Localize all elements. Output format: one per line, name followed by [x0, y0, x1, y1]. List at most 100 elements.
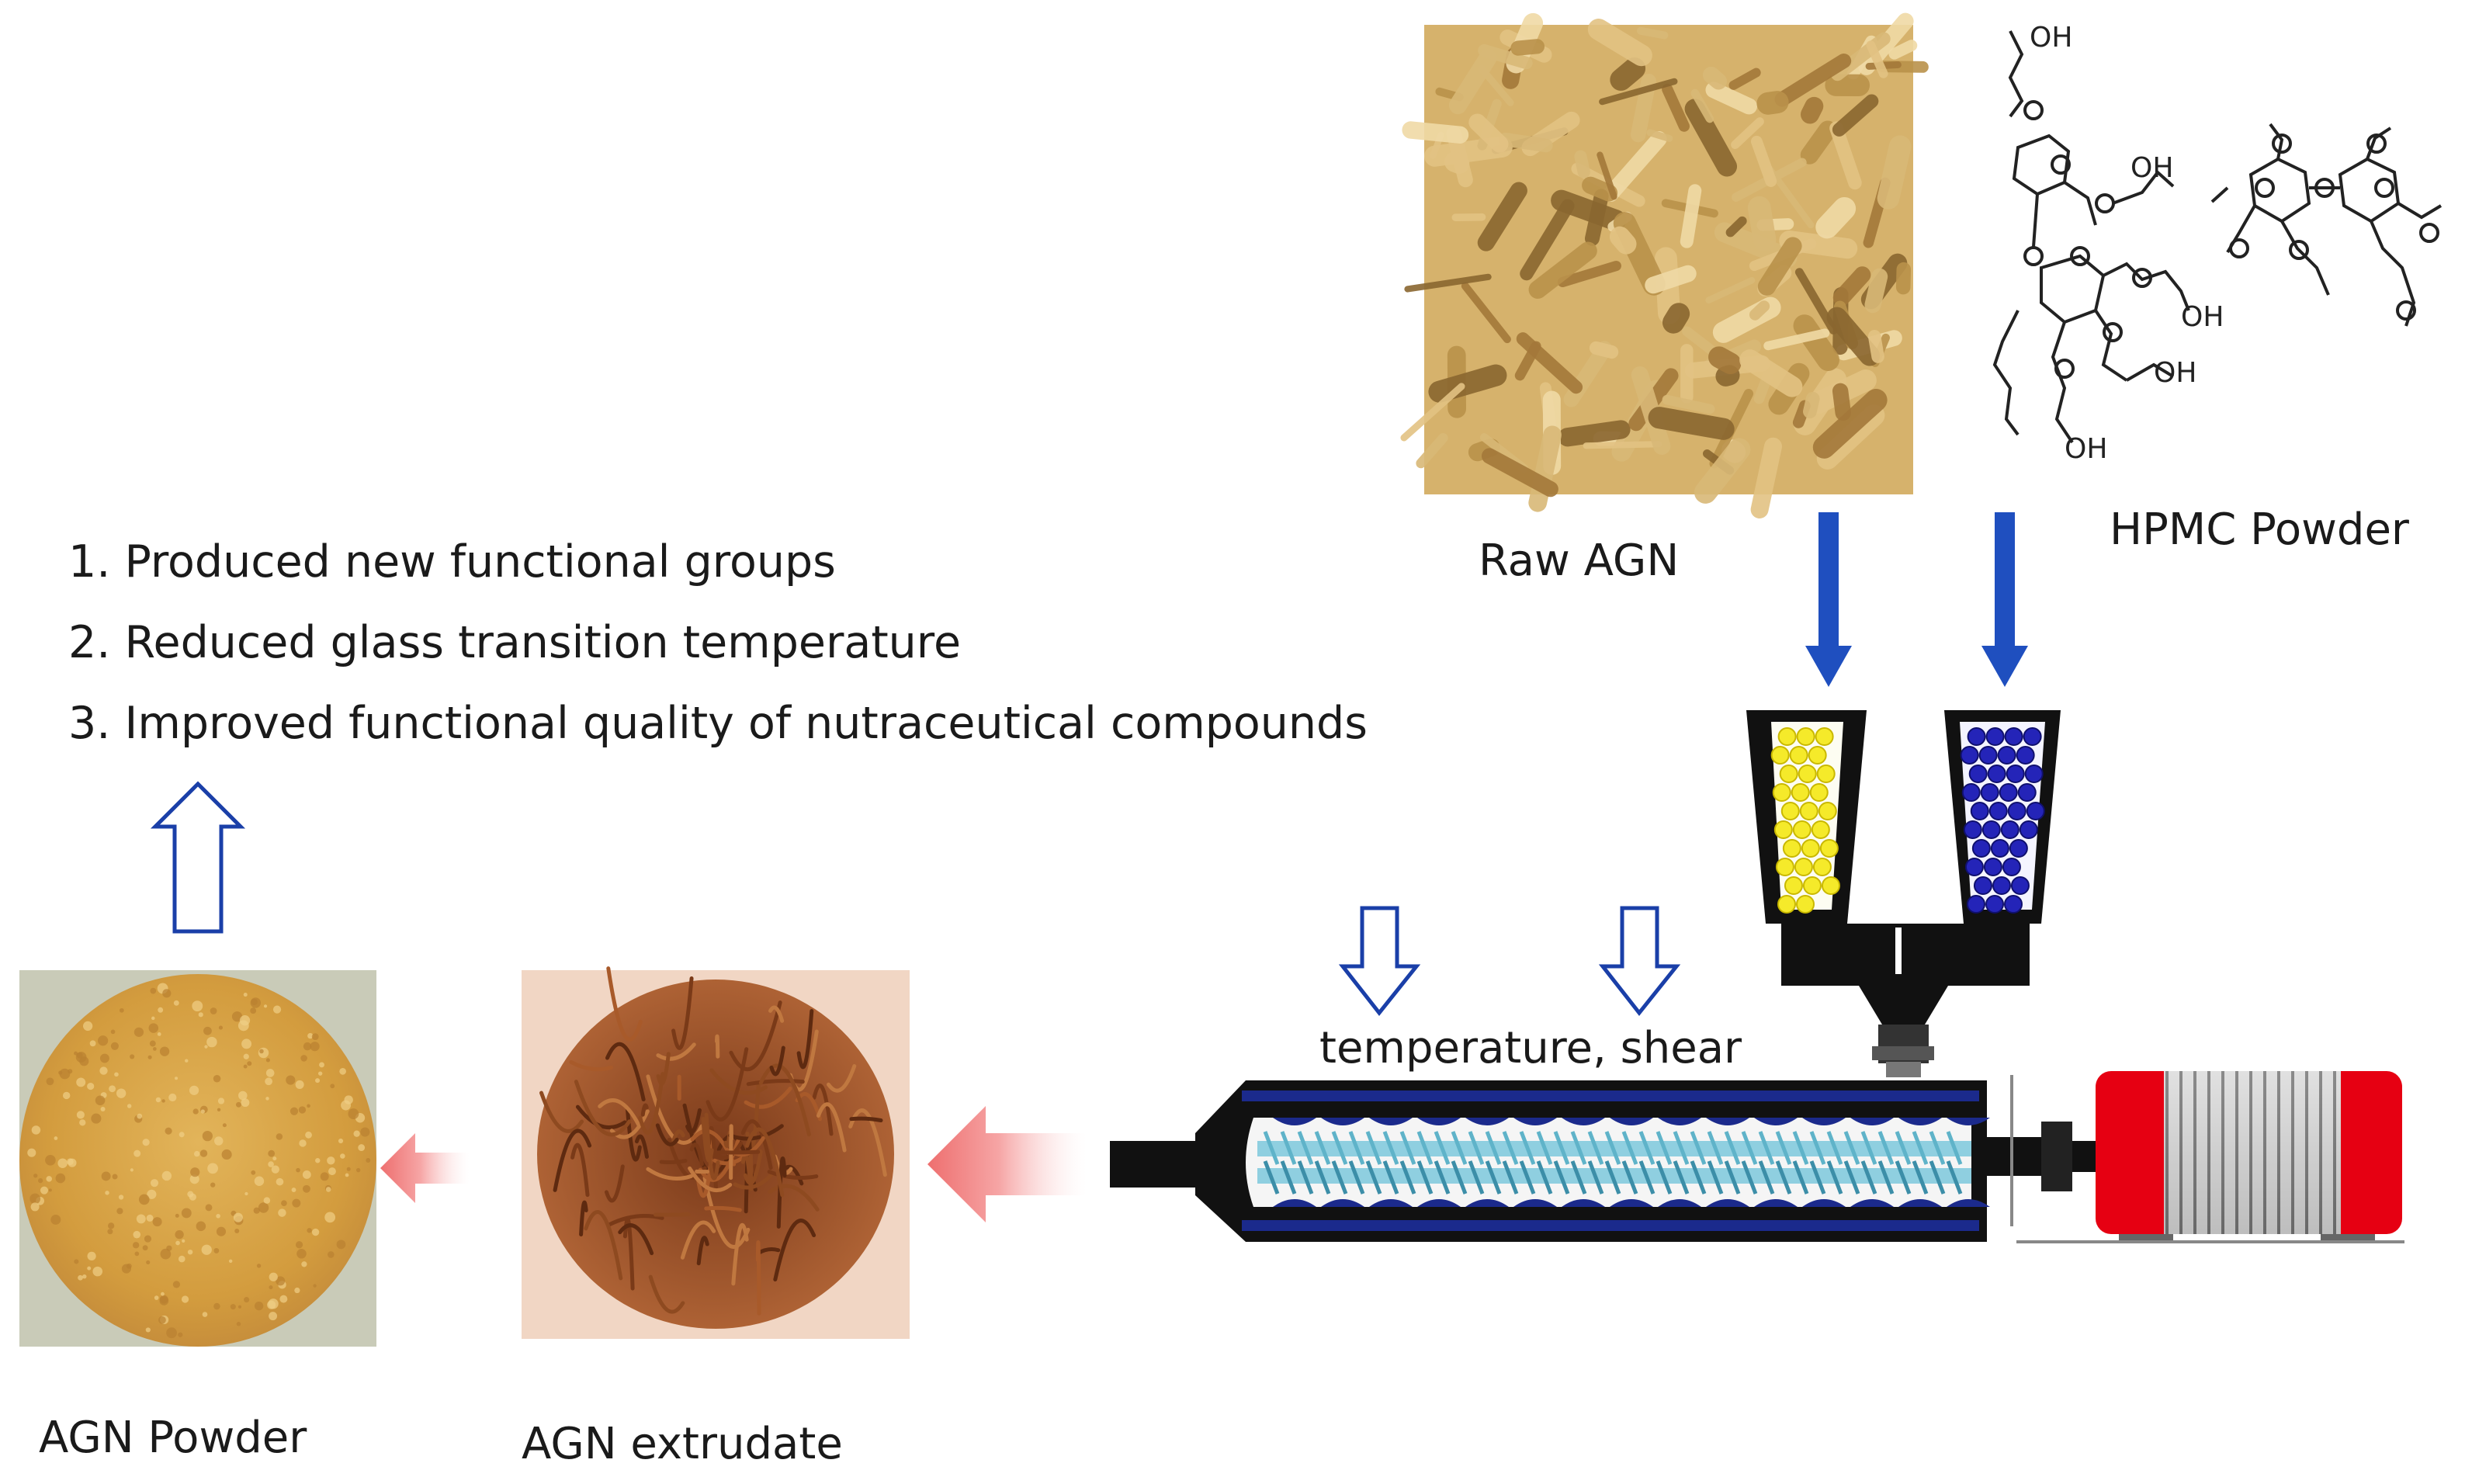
- powder-speck: [182, 1239, 185, 1243]
- hopper-particle: [1985, 727, 2005, 746]
- process-arrow-2: [1598, 906, 1681, 1017]
- extrudate-strand: [826, 1064, 857, 1093]
- extrudate-strand: [743, 1149, 763, 1185]
- powder-speck: [268, 1161, 274, 1167]
- powder-speck: [218, 1025, 224, 1030]
- raw-agn-flake: [1757, 237, 1802, 296]
- raw-agn-flake: [1763, 328, 1830, 351]
- raw-agn-flake: [1684, 99, 1738, 177]
- hopper-particle: [2004, 895, 2023, 914]
- powder-speck: [172, 1281, 181, 1288]
- powder-speck: [210, 1007, 217, 1014]
- extrudate-strand: [574, 1080, 632, 1137]
- screw-flight: [1536, 1131, 1553, 1165]
- powder-speck: [310, 1042, 320, 1052]
- raw-agn-flake: [1728, 68, 1761, 90]
- hopper-particle: [2024, 765, 2044, 783]
- powder-speck: [201, 1244, 212, 1255]
- powder-speck: [87, 1266, 92, 1271]
- powder-speck: [181, 1208, 192, 1219]
- powder-speck: [254, 1176, 265, 1186]
- powder-speck: [152, 1217, 162, 1227]
- screw-flight: [1673, 1131, 1690, 1165]
- raw-agn-flake: [1662, 394, 1715, 414]
- powder-speck: [258, 1047, 269, 1059]
- powder-speck: [45, 1155, 56, 1166]
- hopper-particle: [1794, 858, 1813, 876]
- extrudate-strand: [731, 1222, 749, 1286]
- powder-speck: [136, 1214, 146, 1224]
- screw-flight: [1656, 1160, 1673, 1194]
- hopper-particle: [1967, 727, 1986, 746]
- raw-agn-flake: [1793, 368, 1847, 435]
- powder-speck: [291, 1188, 296, 1193]
- powder-speck: [99, 1066, 108, 1075]
- powder-speck: [30, 1202, 40, 1212]
- screw-flight: [1758, 1131, 1775, 1165]
- heater-bump: [1321, 1118, 1364, 1125]
- raw-agn-flake: [1587, 19, 1652, 67]
- extrudate-strand: [575, 1104, 627, 1130]
- powder-speck: [158, 1316, 166, 1324]
- powder-speck: [46, 1176, 53, 1182]
- heater-bump: [1513, 1118, 1557, 1125]
- powder-speck: [234, 1228, 240, 1233]
- powder-speck: [193, 1150, 200, 1157]
- screw-flight: [1331, 1131, 1348, 1165]
- powder-speck: [307, 1104, 310, 1108]
- hopper-particle: [1981, 820, 2001, 839]
- powder-speck: [101, 1171, 111, 1181]
- extrudate-strand: [849, 1116, 883, 1123]
- screw-flight: [1638, 1131, 1656, 1165]
- hopper-particle: [2009, 839, 2028, 858]
- screw-shaft: [1257, 1168, 1971, 1184]
- hopper-particle: [1819, 839, 1839, 858]
- raw-agn-flake: [1832, 266, 1871, 307]
- powder-speck: [254, 1301, 264, 1311]
- powder-speck: [192, 1108, 199, 1115]
- powder-speck: [313, 1284, 317, 1288]
- powder-speck: [210, 1182, 216, 1188]
- screw-flight: [1519, 1160, 1536, 1194]
- powder-speck: [265, 1058, 270, 1063]
- powder-speck: [292, 1198, 301, 1208]
- extrudate-strand: [604, 1164, 625, 1203]
- powder-speck: [74, 1259, 79, 1264]
- extrudate-strand: [656, 1052, 671, 1086]
- powder-speck: [27, 1148, 36, 1157]
- drive-shaft: [1987, 1075, 2096, 1226]
- screw-flight: [1297, 1160, 1314, 1194]
- outcome-item: 2. Reduced glass transition temperature: [68, 617, 962, 668]
- heater-bump: [1706, 1199, 1749, 1207]
- extrudate-strand: [755, 1240, 761, 1316]
- raw-agn-flake: [1682, 326, 1718, 356]
- powder-speck: [315, 1078, 321, 1084]
- powder-speck: [150, 987, 157, 994]
- screw-flight: [1843, 1160, 1860, 1194]
- powder-speck: [130, 1054, 135, 1059]
- raw-agn-flake: [1461, 282, 1511, 344]
- powder-speck: [265, 1069, 275, 1077]
- hopper-particle: [1777, 895, 1796, 914]
- powder-speck: [107, 1229, 113, 1235]
- powder-speck: [181, 1295, 189, 1303]
- screw-flight: [1365, 1160, 1382, 1194]
- powder-speck: [247, 1061, 252, 1066]
- screw-flight: [1263, 1160, 1280, 1194]
- raw-agn-flake: [1750, 135, 1777, 187]
- screw-flight: [1929, 1131, 1946, 1165]
- powder-speck: [231, 1011, 243, 1022]
- powder-speck: [134, 1251, 140, 1257]
- raw-agn-flake: [1603, 131, 1667, 202]
- powder-speck: [243, 1053, 249, 1059]
- screw-flight: [1656, 1131, 1673, 1165]
- hopper-particle: [2000, 820, 2020, 839]
- screw-flight: [1485, 1160, 1502, 1194]
- heater-bump: [1562, 1199, 1605, 1207]
- powder-speck: [159, 1046, 170, 1056]
- powder-speck: [345, 1173, 349, 1177]
- powder-speck: [146, 1260, 151, 1265]
- powder-speck: [192, 1000, 203, 1012]
- hopper-particle: [1818, 802, 1837, 820]
- heater-bump: [1369, 1118, 1413, 1125]
